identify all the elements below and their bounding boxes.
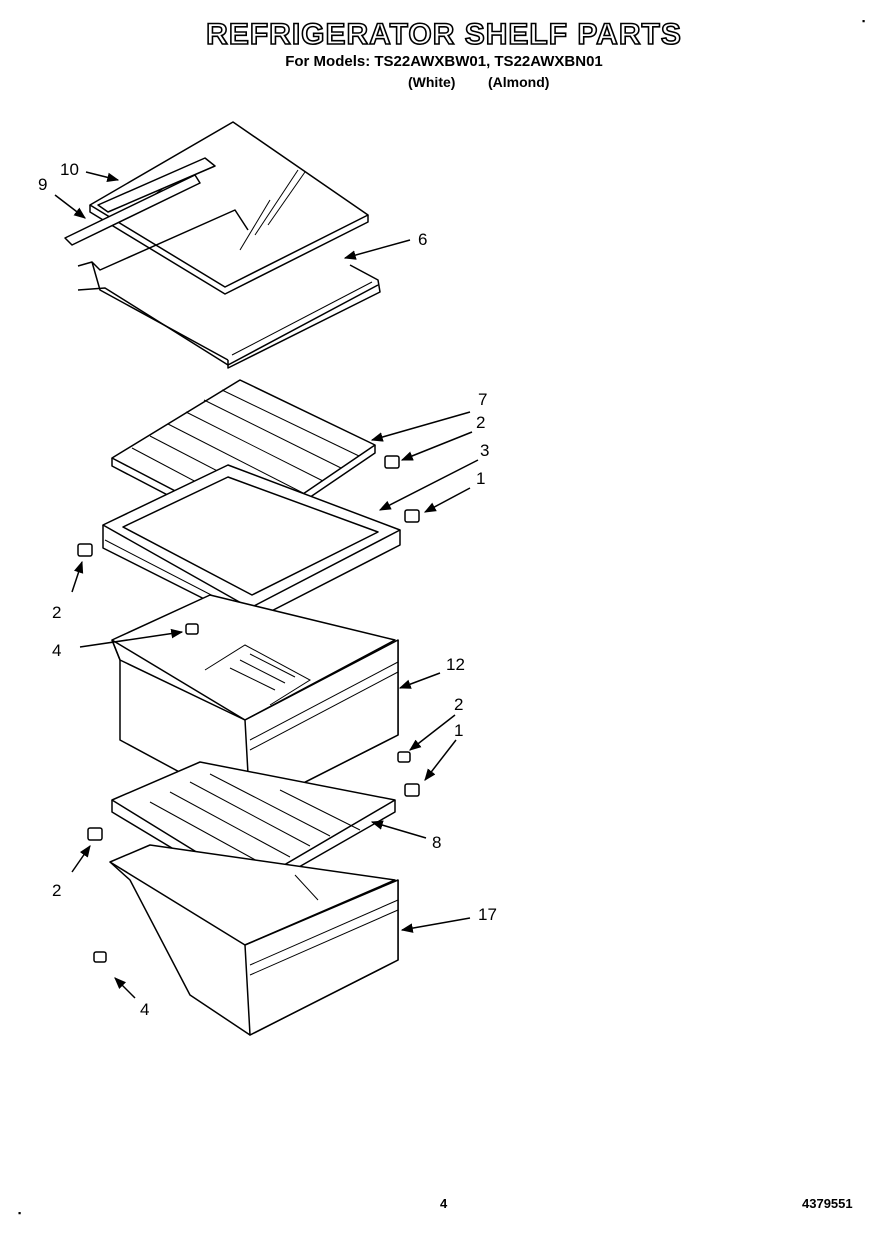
models-line: For Models: TS22AWXBW01, TS22AWXBN01 xyxy=(285,53,603,70)
callout-4: 4 xyxy=(52,641,61,660)
color-white-label: (White) xyxy=(408,74,456,90)
callout-1: 1 xyxy=(454,721,463,740)
callout-2: 2 xyxy=(454,695,463,714)
callout-17: 17 xyxy=(478,905,497,924)
registration-mark: ▪ xyxy=(18,1208,22,1218)
document-number: 4379551 xyxy=(802,1196,853,1211)
callout-9: 9 xyxy=(38,175,47,194)
registration-mark: ▪ xyxy=(862,16,866,26)
callout-10: 10 xyxy=(60,160,79,179)
callout-7: 7 xyxy=(478,390,487,409)
lower-crisper-drawer xyxy=(109,844,399,1036)
callout-12: 12 xyxy=(446,655,465,674)
callout-2: 2 xyxy=(52,603,61,622)
callout-3: 3 xyxy=(480,441,489,460)
callout-6: 6 xyxy=(418,230,427,249)
callout-1: 1 xyxy=(476,469,485,488)
callout-4: 4 xyxy=(140,1000,149,1019)
upper-crisper-drawer xyxy=(111,594,399,811)
callout-2: 2 xyxy=(52,881,61,900)
callout-8: 8 xyxy=(432,833,441,852)
page-number: 4 xyxy=(440,1196,448,1211)
leader-lines xyxy=(54,171,479,999)
diagram-title: REFRIGERATOR SHELF PARTS xyxy=(205,17,682,52)
hardware-parts xyxy=(77,455,420,963)
callout-2: 2 xyxy=(476,413,485,432)
color-almond-label: (Almond) xyxy=(488,74,550,90)
glass-shelf-assembly xyxy=(64,121,381,369)
crisper-cover-frame xyxy=(102,464,401,623)
